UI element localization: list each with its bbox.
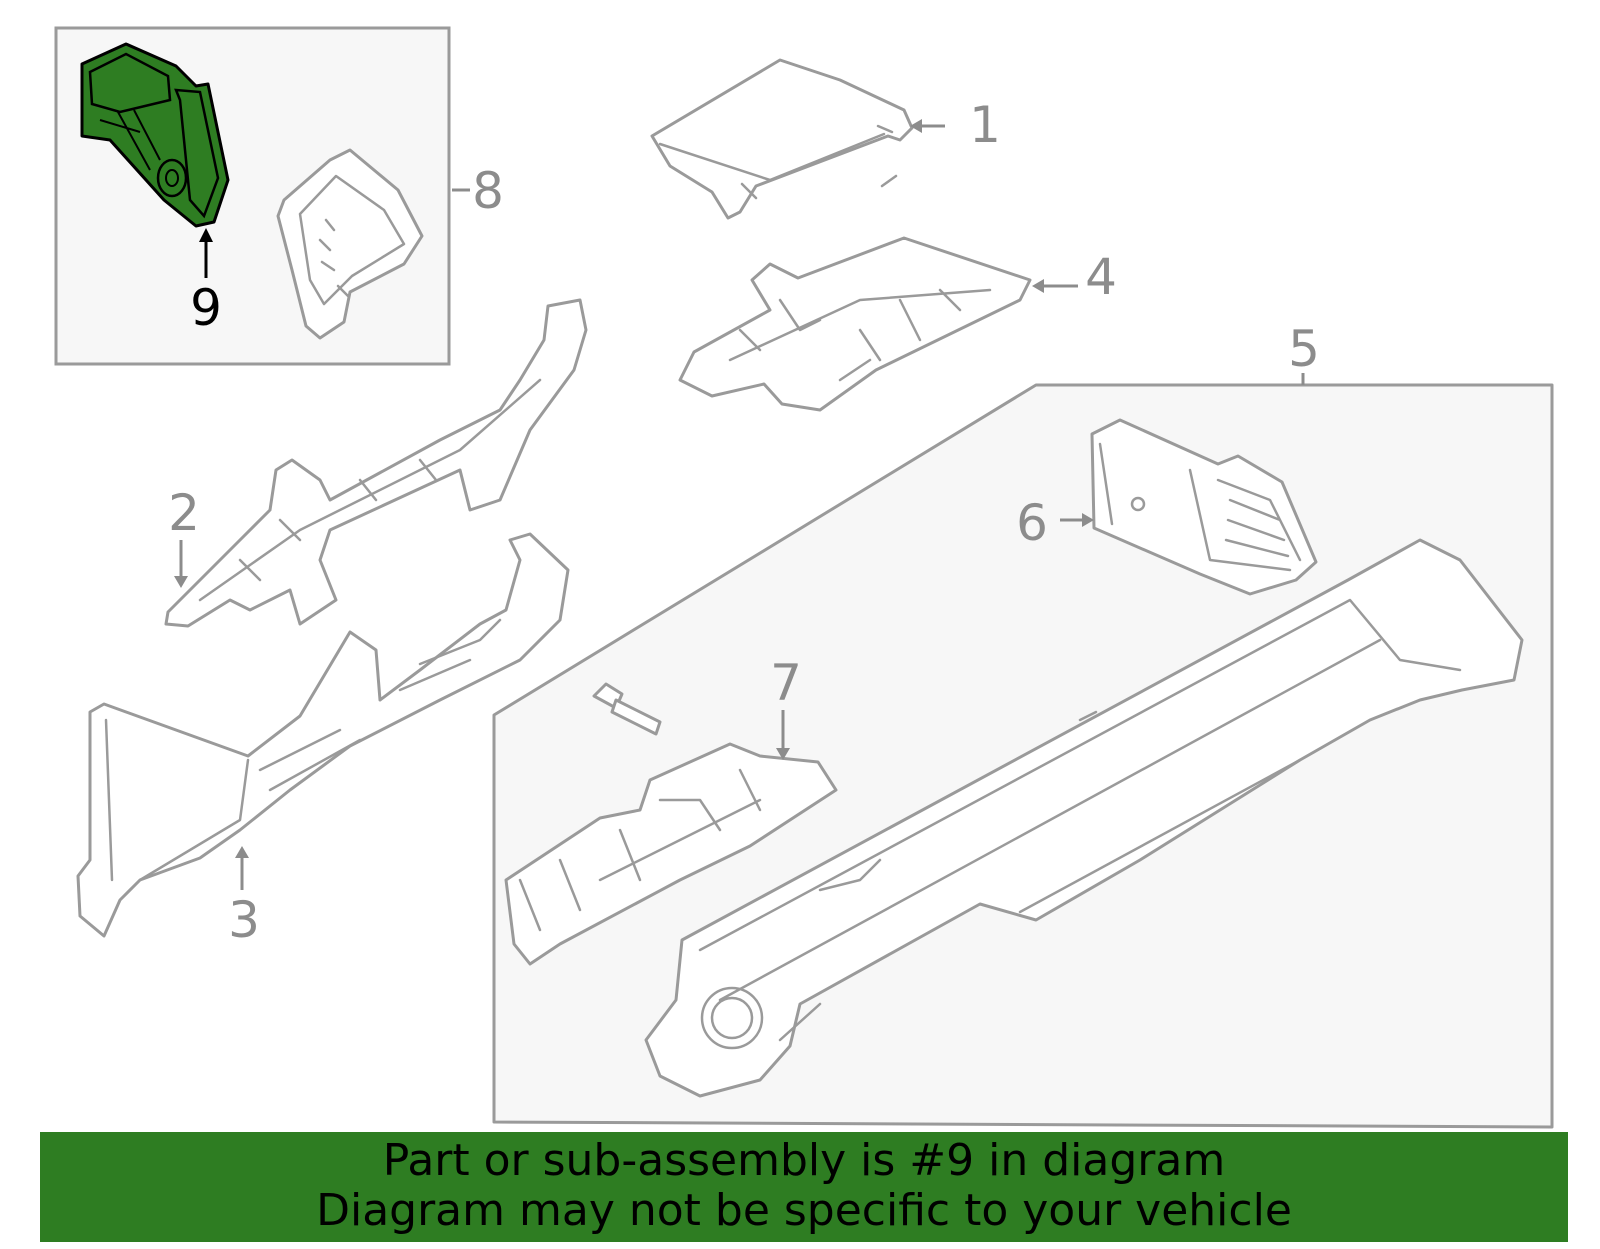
part-3[interactable]	[76, 532, 570, 938]
arrowhead-1	[910, 119, 922, 133]
arrowhead-2	[174, 576, 188, 588]
arrowhead-4	[1032, 279, 1044, 293]
banner-line-2: Diagram may not be specific to your vehi…	[316, 1185, 1292, 1236]
part-8[interactable]	[276, 148, 424, 340]
arrowhead-3	[235, 846, 249, 858]
callout-4: 4	[1085, 248, 1117, 306]
callout-5: 5	[1288, 320, 1320, 378]
part-2[interactable]	[164, 298, 588, 628]
part-9-highlighted[interactable]	[80, 42, 230, 228]
dash-trim-panel[interactable]	[644, 538, 1524, 1098]
part-6[interactable]	[1090, 418, 1318, 596]
part-7[interactable]	[504, 742, 838, 966]
arrowhead-6	[1082, 513, 1094, 527]
arrowhead-9	[199, 228, 213, 242]
banner-line-1: Part or sub-assembly is #9 in diagram	[382, 1135, 1226, 1186]
info-banner: Part or sub-assembly is #9 in diagram Di…	[40, 1132, 1568, 1242]
callout-2: 2	[168, 484, 200, 542]
part-4[interactable]	[678, 236, 1032, 412]
callout-9: 9	[190, 279, 222, 337]
callout-7: 7	[770, 654, 802, 712]
callout-3: 3	[228, 891, 260, 949]
callout-6: 6	[1016, 494, 1048, 552]
screw[interactable]	[592, 682, 662, 736]
callout-1: 1	[969, 96, 1001, 154]
callout-8: 8	[472, 162, 504, 220]
part-1[interactable]	[650, 58, 914, 220]
arrowhead-7	[776, 748, 790, 760]
